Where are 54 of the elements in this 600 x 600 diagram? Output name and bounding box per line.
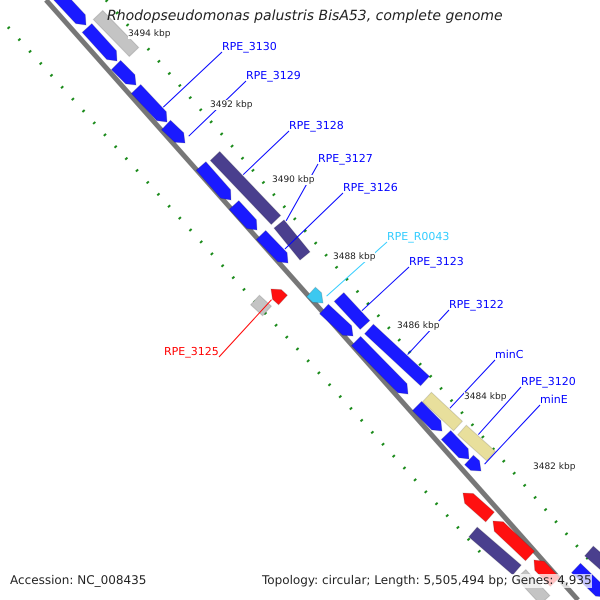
gene-label: RPE_3120 — [521, 376, 576, 389]
gene-feature — [457, 424, 496, 462]
accession-text: Accession: NC_008435 — [10, 574, 146, 588]
gene-label: RPE_3125 — [164, 346, 219, 359]
leader-line — [478, 386, 522, 436]
gene-feature — [195, 161, 232, 201]
leader-line — [361, 266, 410, 312]
leader-line — [162, 52, 222, 108]
scale-label: 3488 kbp — [333, 252, 376, 262]
gene-feature — [462, 492, 495, 523]
gene-feature — [273, 219, 311, 261]
gene-label: RPE_3122 — [449, 299, 504, 312]
gene-label: minE — [540, 394, 568, 407]
gene-label: RPE_3130 — [222, 41, 277, 54]
gene-feature — [160, 120, 186, 144]
gene-label: minC — [495, 349, 524, 362]
gene-label: RPE_3129 — [246, 70, 301, 83]
gene-feature — [270, 288, 288, 306]
gene-feature — [464, 454, 482, 472]
leader-line — [484, 404, 540, 465]
gene-label: RPE_R0043 — [387, 231, 450, 244]
gene-feature — [228, 200, 258, 231]
scale-label: 3494 kbp — [128, 29, 170, 40]
gene-label: RPE_3127 — [318, 153, 373, 166]
gene-label: RPE_3128 — [289, 120, 344, 133]
genome-info-text: Topology: circular; Length: 5,505,494 bp; Genes: 4,935 — [262, 574, 592, 588]
gene-feature — [318, 304, 354, 337]
leader-line — [218, 299, 272, 358]
scale-label: 3482 kbp — [533, 462, 576, 472]
gene-feature — [584, 545, 600, 572]
gene-feature — [492, 520, 536, 562]
gene-feature — [130, 84, 168, 123]
gene-feature — [350, 336, 409, 395]
gene-feature — [412, 400, 443, 432]
gene-feature — [82, 22, 118, 62]
gene-feature — [250, 294, 272, 316]
scale-label: 3486 kbp — [397, 321, 440, 332]
scale-label: 3490 kbp — [272, 175, 314, 186]
title: Rhodopseudomonas palustris BisA53, complete genome — [107, 8, 503, 24]
gene-feature — [110, 60, 137, 86]
gene-feature — [468, 526, 522, 576]
leader-line — [284, 192, 344, 250]
gene-feature — [256, 230, 289, 264]
gene-feature — [306, 286, 324, 304]
leader-line — [242, 130, 290, 176]
gene-feature — [440, 430, 470, 460]
gene-label: RPE_3126 — [343, 182, 398, 195]
leader-line — [449, 360, 496, 409]
gene-feature — [334, 292, 370, 330]
gene-feature — [52, 0, 87, 26]
scale-label: 3492 kbp — [210, 100, 252, 110]
gene-label: RPE_3123 — [409, 256, 464, 269]
scale-label: 3484 kbp — [464, 392, 506, 402]
gene-feature — [422, 392, 464, 432]
